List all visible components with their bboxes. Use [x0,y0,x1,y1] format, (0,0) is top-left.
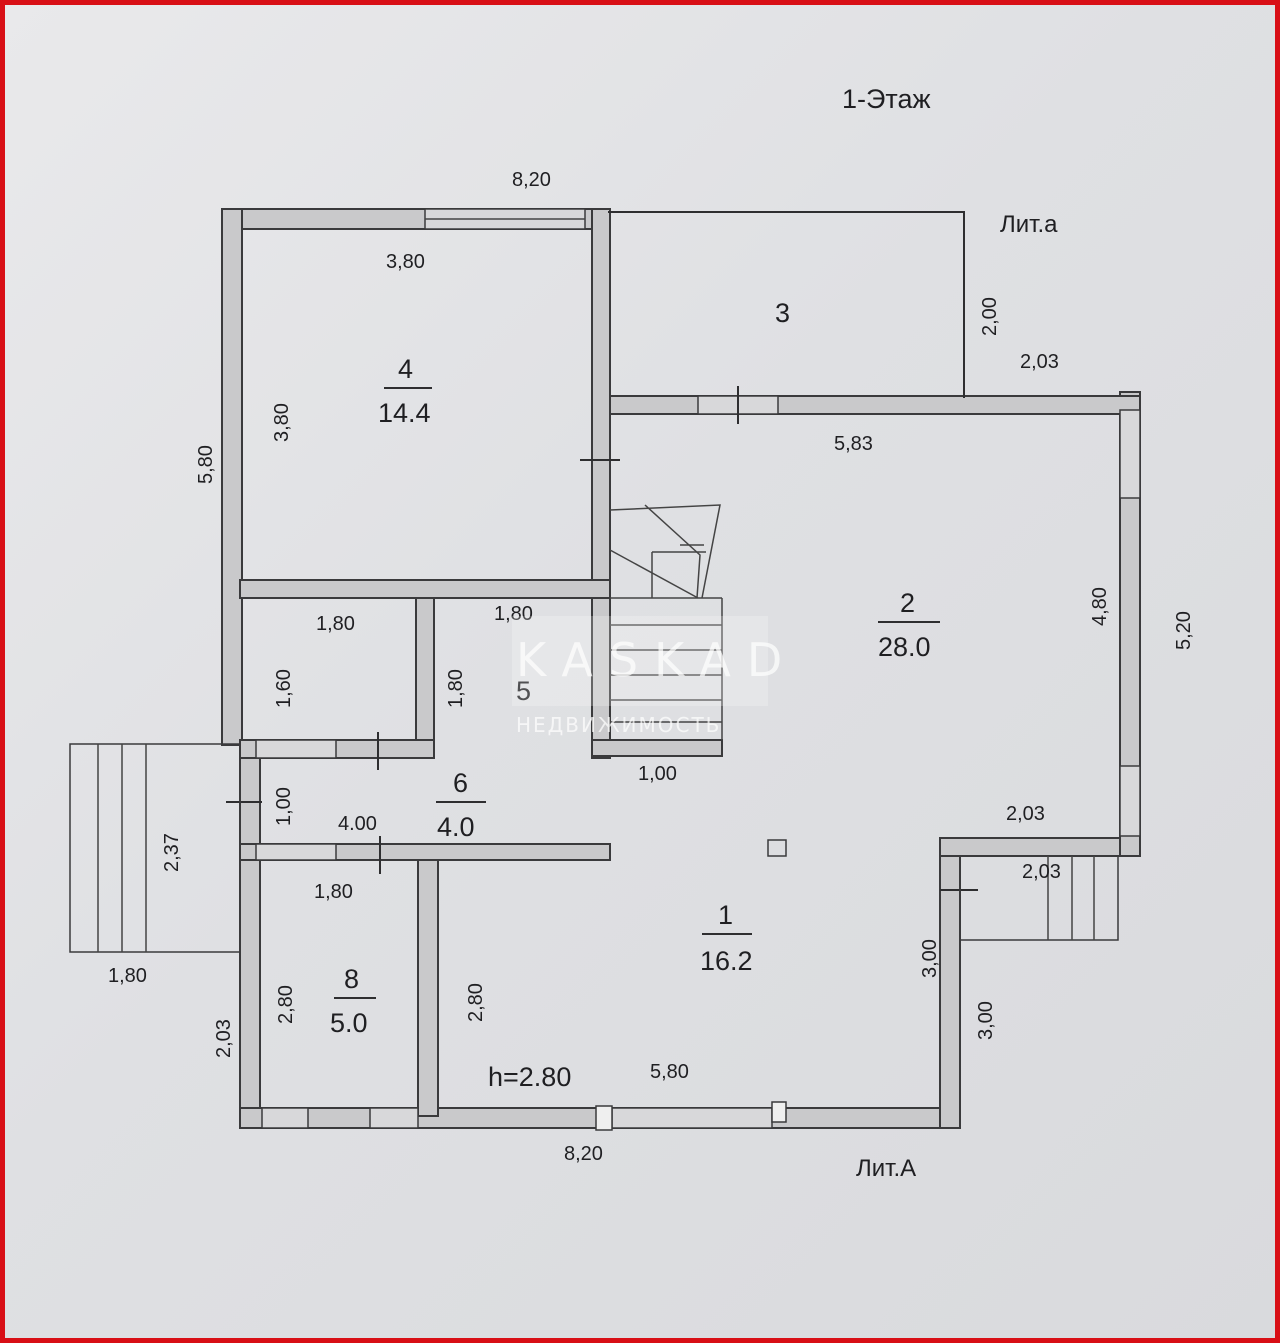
room-5-number: 5 [516,676,531,706]
dim-porch-depth: 2,37 [161,833,183,872]
room-6-area: 4.0 [437,812,475,842]
watermark-logo: KASKAD НЕДВИЖИМОСТЬ [512,616,798,737]
dim-small-room-width: 1,80 [316,613,355,635]
wall-room8-right [417,859,439,1117]
wall-right-lower [939,837,961,1129]
room-1-area: 16.2 [700,946,753,976]
dim-small-room-height-left: 1,60 [273,669,295,708]
room-8-area: 5.0 [330,1008,368,1038]
dim-lit-a-height: 2,00 [979,297,1001,336]
wall-right-main [1119,391,1141,857]
room-1-number: 1 [718,900,733,930]
dim-porch-width: 1,80 [108,965,147,987]
svg-text:НЕДВИЖИМОСТЬ: НЕДВИЖИМОСТЬ [516,713,721,737]
dim-room8-height-right: 2,80 [465,983,487,1022]
wall-small-room-right [415,597,435,759]
dim-left-lower: 2,03 [213,1019,235,1058]
openings [226,208,1141,1131]
lit-main-label: Лит.А [856,1155,916,1182]
dim-room8-height-left: 2,80 [275,985,297,1024]
height-label: h=2.80 [488,1062,571,1092]
dim-right-step-inner: 2,03 [1022,861,1061,883]
dim-room6-height: 1,00 [273,787,295,826]
column-marker [767,839,787,857]
dim-top-overall: 8,20 [512,169,551,191]
fraction-bars [334,387,940,999]
room-2-area: 28.0 [878,632,931,662]
wall-stair-left [591,597,611,759]
room-8-number: 8 [344,964,359,994]
dim-room2-height: 4,80 [1089,587,1111,626]
dim-room6-width: 4.00 [338,813,377,835]
porch [69,743,241,953]
dim-bottom-overall: 8,20 [564,1143,603,1165]
room-3-number: 3 [775,298,790,328]
dim-lit-a-step: 2,03 [1020,351,1059,373]
room-6-number: 6 [453,768,468,798]
room-4-area: 14.4 [378,398,431,428]
dim-right-lower-inner: 3,00 [919,939,941,978]
dim-left-overall: 5,80 [195,445,217,484]
lit-small-label: Лит.а [1000,211,1058,238]
dim-room8-width: 1,80 [314,881,353,903]
dim-right-lower-outer: 3,00 [975,1001,997,1040]
dim-stair-bottom: 1,00 [638,763,677,785]
wall-room4-bottom [239,579,611,599]
dim-right-step-top: 2,03 [1006,803,1045,825]
svg-text:KASKAD: KASKAD [516,633,798,687]
dim-right-overall: 5,20 [1173,611,1195,650]
dim-room4-width: 3,80 [386,251,425,273]
dim-hall-top: 1,80 [494,603,533,625]
lit-a-outline [608,211,965,398]
dim-room1-width: 5,80 [650,1061,689,1083]
right-step-block [959,855,1119,941]
room-4-number: 4 [398,354,413,384]
staircase [609,504,723,740]
floor-title: 1-Этаж [842,84,931,114]
wall-room2-top [591,395,1141,415]
room-2-number: 2 [900,588,915,618]
dim-room4-height: 3,80 [271,403,293,442]
wall-left-upper [221,208,243,746]
dim-room2-width: 5,83 [834,433,873,455]
wall-stair-bottom [591,739,723,757]
wall-room4-right [591,208,611,600]
dim-small-room-height-right: 1,80 [445,669,467,708]
wall-right-step [939,837,1139,857]
